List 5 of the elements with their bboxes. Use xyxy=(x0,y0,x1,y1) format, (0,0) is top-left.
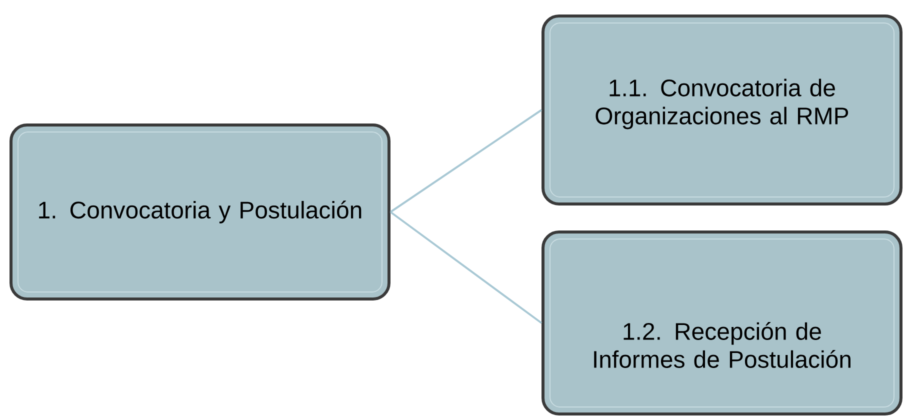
process-box: 1.1. Convocatoria de Organizaciones al RMP xyxy=(542,14,902,206)
connector-line xyxy=(390,211,542,324)
connector-line xyxy=(390,109,542,213)
process-box: 1. Convocatoria y Postulación xyxy=(10,124,390,300)
process-box: 1.2. Recepción de Informes de Postulación xyxy=(542,230,902,416)
